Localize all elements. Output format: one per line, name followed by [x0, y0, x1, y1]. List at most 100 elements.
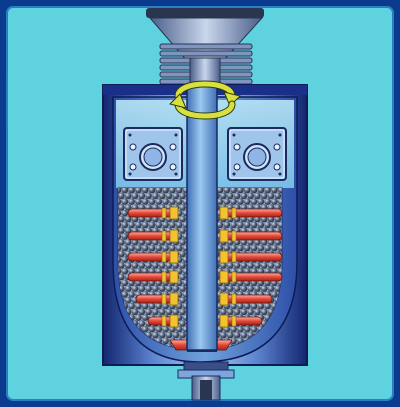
drive-shaft	[186, 83, 218, 352]
media-bead	[118, 221, 122, 229]
media-bead	[124, 215, 132, 223]
media-bead	[165, 308, 173, 316]
media-bead	[175, 188, 183, 194]
media-bead	[237, 221, 244, 229]
media-bead	[118, 204, 125, 211]
media-bead	[250, 302, 258, 310]
media-bead	[179, 215, 186, 223]
media-bead	[124, 238, 132, 246]
media-bead	[145, 308, 152, 316]
media-bead	[233, 262, 241, 269]
media-bead	[179, 192, 186, 200]
media-bead	[162, 188, 169, 194]
media-bead	[257, 221, 265, 229]
media-bead	[145, 285, 152, 292]
media-bead	[243, 221, 251, 229]
media-bead	[121, 279, 129, 287]
shaft-body	[186, 83, 218, 351]
media-bead	[230, 244, 237, 252]
media-bead	[230, 221, 237, 229]
media-bead	[141, 325, 149, 333]
media-bead	[118, 267, 122, 275]
media-bead	[264, 221, 271, 229]
media-bead	[223, 221, 231, 229]
media-bead	[152, 308, 159, 316]
bellows-rib	[159, 43, 253, 50]
media-bead	[254, 285, 261, 292]
media-bead	[277, 244, 282, 252]
media-bead	[216, 188, 224, 194]
media-bead	[226, 331, 234, 339]
media-bead	[233, 308, 241, 316]
media-bead	[118, 238, 125, 246]
media-bead	[118, 215, 125, 223]
media-bead	[233, 331, 241, 339]
agitator-pin	[219, 292, 273, 306]
media-bead	[243, 325, 251, 333]
media-bead	[257, 198, 265, 205]
media-bead	[141, 244, 149, 252]
media-bead	[158, 285, 166, 292]
media-bead	[165, 262, 173, 269]
media-bead	[250, 325, 258, 333]
media-bead	[274, 285, 282, 292]
media-bead	[226, 308, 234, 316]
media-bead	[162, 302, 169, 310]
media-bead	[216, 325, 224, 333]
media-bead	[131, 308, 139, 316]
media-bead	[169, 188, 176, 194]
media-bead	[216, 198, 224, 205]
media-bead	[169, 198, 176, 205]
media-bead	[277, 221, 282, 229]
media-bead	[121, 209, 129, 217]
media-bead	[240, 308, 248, 316]
motor-block-right	[227, 127, 287, 181]
media-bead	[158, 262, 166, 269]
media-bead	[121, 233, 129, 240]
media-bead	[138, 262, 146, 269]
funnel-rim	[146, 8, 264, 18]
media-bead	[172, 192, 180, 200]
media-bead	[277, 198, 282, 205]
media-bead	[260, 285, 268, 292]
media-bead	[148, 244, 156, 252]
media-bead	[152, 262, 159, 269]
media-bead	[271, 244, 278, 252]
media-bead	[152, 238, 159, 246]
media-bead	[230, 188, 237, 194]
media-bead	[260, 238, 268, 246]
media-bead	[220, 262, 227, 269]
media-bead	[271, 198, 278, 205]
media-bead	[179, 250, 186, 258]
media-bead	[243, 198, 251, 205]
media-bead	[243, 302, 251, 310]
media-bead	[274, 192, 282, 200]
media-bead	[254, 192, 261, 200]
media-bead	[267, 238, 275, 246]
media-bead	[254, 262, 261, 269]
media-bead	[179, 331, 186, 339]
bottom-outlet	[177, 361, 235, 401]
media-bead	[277, 188, 282, 194]
media-bead	[179, 320, 186, 327]
media-bead	[240, 192, 248, 200]
media-bead	[179, 308, 186, 316]
media-bead	[155, 188, 163, 194]
media-bead	[274, 262, 282, 269]
media-bead	[264, 188, 271, 194]
media-bead	[179, 238, 186, 246]
media-bead	[240, 331, 248, 339]
media-bead	[155, 302, 163, 310]
media-bead	[237, 244, 244, 252]
media-bead	[121, 188, 129, 194]
media-bead	[175, 244, 183, 252]
agitator-pin	[127, 206, 179, 220]
media-bead	[118, 256, 122, 263]
media-bead	[118, 250, 125, 258]
media-bead	[121, 244, 129, 252]
media-bead	[148, 198, 156, 205]
media-bead	[230, 302, 237, 310]
agitator-pin	[147, 314, 179, 328]
media-bead	[223, 244, 231, 252]
media-bead	[172, 262, 180, 269]
